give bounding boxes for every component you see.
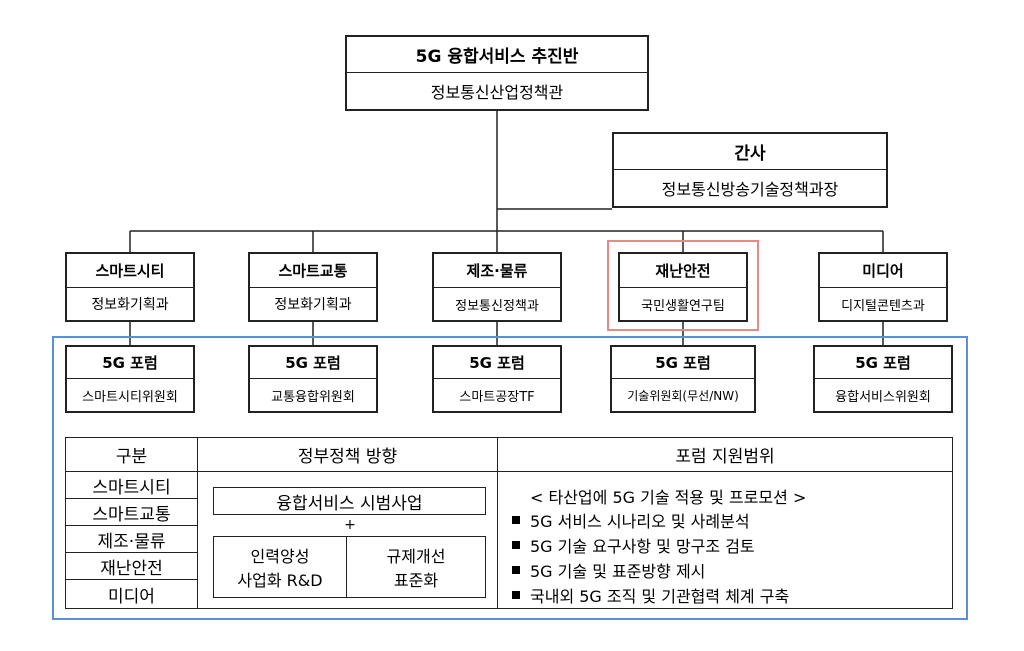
policy-right-box: 규제개선 표준화 [346, 536, 486, 598]
forum-title: 5G 포럼 [434, 347, 560, 379]
division-sub: 정보통신정책과 [455, 298, 539, 314]
forum-box: 5G 포럼 스마트시티위원회 [65, 345, 195, 413]
division-box: 스마트시티 정보화기획과 [65, 252, 195, 322]
plus-sign: + [344, 517, 356, 533]
division-title: 재난안전 [620, 254, 746, 288]
division-sub: 정보화기획과 [91, 297, 169, 313]
forum-title: 5G 포럼 [815, 347, 951, 379]
division-sub: 디지털콘텐츠과 [841, 298, 925, 314]
forum-title: 5G 포럼 [612, 347, 754, 379]
bullet-square-icon [512, 516, 520, 524]
secretary-sub: 정보통신방송기술정책과장 [661, 180, 839, 199]
forum-box: 5G 포럼 스마트공장TF [432, 345, 562, 413]
support-item: 5G 서비스 시나리오 및 사례분석 [512, 508, 750, 532]
bullet-square-icon [512, 591, 520, 599]
division-title: 미디어 [820, 254, 946, 288]
support-item: 국내외 5G 조직 및 기관협력 체계 구축 [512, 583, 789, 607]
highlight-frame [607, 240, 759, 331]
division-box: 재난안전 국민생활연구팀 [618, 252, 748, 322]
category-item: 스마트시티 [66, 472, 197, 499]
forum-sub: 융합서비스위원회 [835, 389, 931, 405]
pilot-program-box: 융합서비스 시범사업 [213, 487, 486, 515]
division-title: 스마트교통 [250, 254, 376, 288]
support-intro: < 타산업에 5G 기술 적용 및 프로모션 > [530, 488, 807, 507]
division-box: 제조·물류 정보통신정책과 [432, 252, 562, 322]
forum-box: 5G 포럼 교통융합위원회 [248, 345, 378, 413]
secretary-box: 간사 정보통신방송기술정책과장 [612, 132, 888, 208]
forum-title: 5G 포럼 [67, 347, 193, 379]
category-item: 재난안전 [66, 553, 197, 580]
header-category: 구분 [115, 447, 148, 467]
category-item: 스마트교통 [66, 499, 197, 526]
top-org-box: 5G 융합서비스 추진반 정보통신산업정책관 [345, 35, 649, 111]
top-org-sub: 정보통신산업정책관 [430, 83, 564, 102]
division-box: 스마트교통 정보화기획과 [248, 252, 378, 322]
policy-left-box: 인력양성 사업화 R&D [213, 536, 347, 598]
forum-sub: 스마트공장TF [459, 389, 535, 405]
support-cell [497, 471, 953, 609]
forum-sub: 스마트시티위원회 [82, 389, 178, 405]
forum-box: 5G 포럼 기술위원회(무선/NW) [610, 345, 756, 413]
division-box: 미디어 디지털콘텐츠과 [818, 252, 948, 322]
policy-left-line2: 사업화 R&D [237, 571, 323, 590]
forum-box: 5G 포럼 융합서비스위원회 [813, 345, 953, 413]
division-title: 스마트시티 [67, 254, 193, 288]
bullet-square-icon [512, 566, 520, 574]
division-sub: 국민생활연구팀 [641, 298, 725, 314]
division-sub: 정보화기획과 [274, 297, 352, 313]
policy-left-line1: 인력양성 [250, 547, 310, 566]
policy-right-line1: 규제개선 [386, 547, 446, 566]
forum-sub: 교통융합위원회 [271, 389, 355, 405]
forum-sub: 기술위원회(무선/NW) [627, 388, 739, 403]
bullet-square-icon [512, 541, 520, 549]
header-support: 포럼 지원범위 [675, 447, 775, 467]
forum-title: 5G 포럼 [250, 347, 376, 379]
support-item: 5G 기술 및 표준방향 제시 [512, 558, 705, 582]
forum-group-frame [52, 336, 968, 620]
header-policy: 정부정책 방향 [297, 447, 398, 467]
top-org-title: 5G 융합서비스 추진반 [347, 37, 647, 73]
category-item: 제조·물류 [66, 526, 197, 553]
division-title: 제조·물류 [434, 254, 560, 288]
policy-right-line2: 표준화 [393, 571, 439, 590]
category-item: 미디어 [108, 586, 155, 607]
secretary-title: 간사 [614, 134, 886, 170]
summary-table: 구분 정부정책 방향 포럼 지원범위 스마트시티 스마트교통 제조·물류 재난안… [65, 437, 953, 609]
support-item: 5G 기술 요구사항 및 망구조 검토 [512, 533, 755, 557]
